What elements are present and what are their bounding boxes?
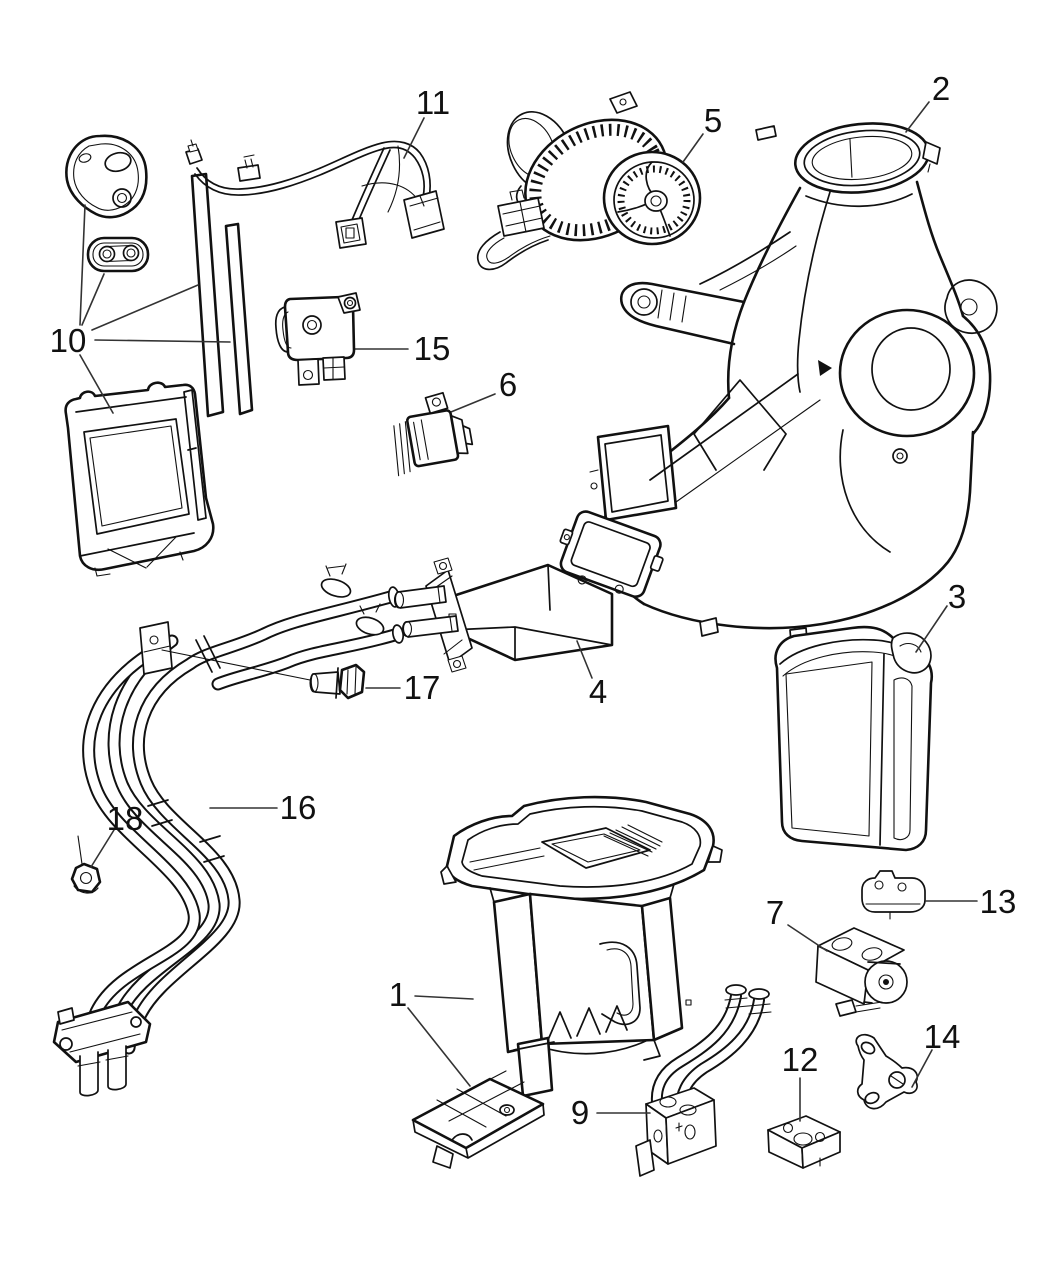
blower-motor — [476, 91, 702, 271]
callout-18: 18 — [107, 800, 144, 837]
seal-strip-right — [224, 222, 254, 416]
hex-nut — [70, 835, 102, 894]
callout-2: 2 — [932, 70, 950, 107]
mount-block-bracket-12 — [767, 1115, 841, 1169]
mounting-bracket-plate — [411, 1070, 545, 1169]
expansion-valve — [815, 927, 908, 1017]
support-bracket-14 — [855, 1033, 919, 1110]
callout-17: 17 — [404, 669, 441, 706]
heater-core-tubes — [393, 585, 459, 638]
callout-5: 5 — [704, 102, 722, 139]
blower-resistor — [393, 391, 474, 477]
gasket-oval — [86, 236, 150, 273]
callout-14: 14 — [924, 1018, 961, 1055]
callout-4: 4 — [589, 673, 607, 710]
callout-13: 13 — [980, 883, 1017, 920]
leader-lines — [79, 101, 978, 1122]
tube-manifold-block — [635, 1087, 717, 1177]
hvac-housing — [589, 122, 998, 643]
callouts: 1 2 3 4 5 6 7 9 10 11 12 13 14 15 16 17 … — [50, 70, 1017, 1131]
hose-bracket — [139, 621, 173, 675]
gasket-teardrop — [65, 134, 148, 219]
air-distribution-housing — [440, 795, 723, 1098]
retainer-bracket-13 — [861, 870, 926, 920]
callout-11: 11 — [416, 84, 450, 121]
callout-12: 12 — [782, 1041, 819, 1078]
heater-core — [393, 557, 614, 673]
callout-9: 9 — [571, 1094, 589, 1131]
hose-clamp-icon — [320, 563, 385, 636]
callout-6: 6 — [499, 366, 517, 403]
hex-bolt — [161, 649, 366, 700]
callout-7: 7 — [766, 894, 784, 931]
callout-15: 15 — [414, 330, 451, 367]
wiring-harness — [185, 139, 445, 249]
callout-1: 1 — [389, 976, 407, 1013]
callout-10: 10 — [50, 322, 87, 359]
ac-tube-assembly — [635, 984, 772, 1177]
heater-hose-assembly — [52, 563, 405, 1097]
callout-16: 16 — [280, 789, 317, 826]
hose-manifold — [52, 1000, 152, 1097]
mode-door-actuator — [274, 292, 361, 386]
heater-core-seal-frame — [559, 510, 664, 599]
evaporator-case-panel — [64, 381, 215, 577]
evaporator-core — [774, 625, 934, 852]
callout-3: 3 — [948, 578, 966, 615]
